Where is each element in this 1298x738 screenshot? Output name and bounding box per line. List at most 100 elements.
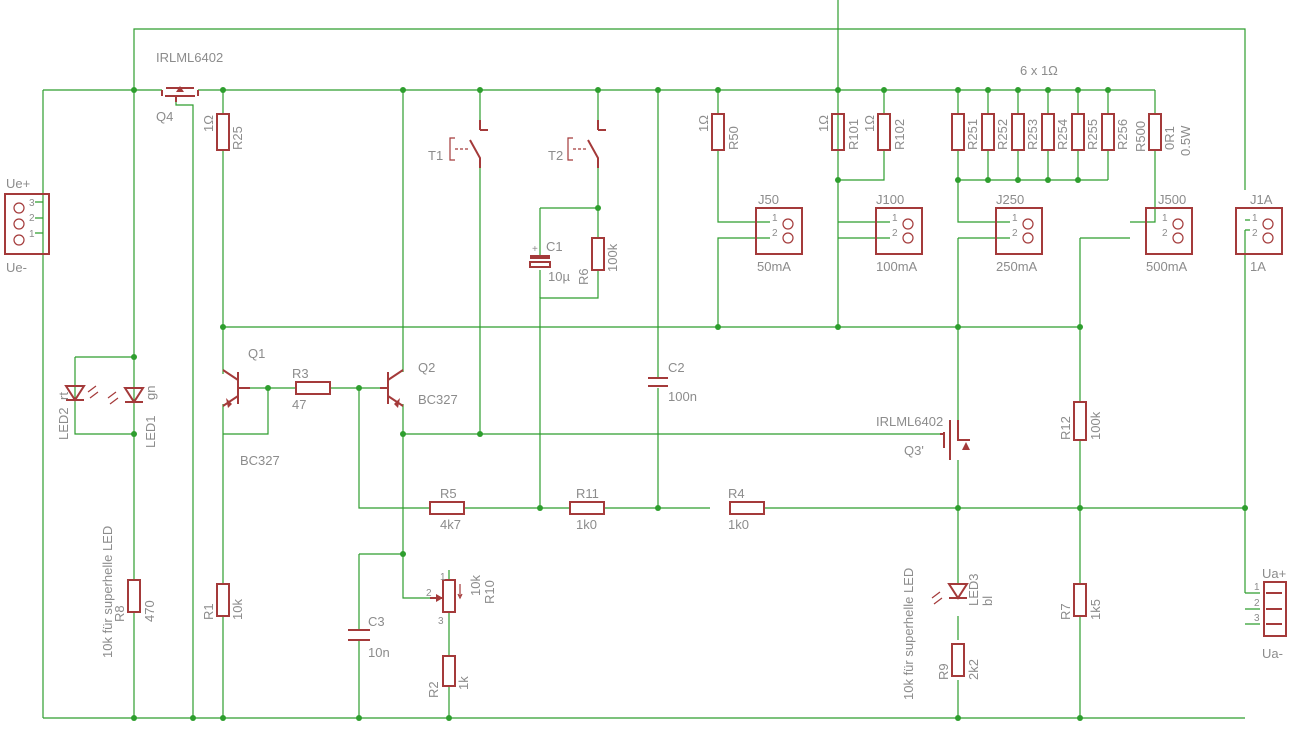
jumper-j250: 1 2 J250 250mA [995, 192, 1043, 274]
resistor-r5: R5 4k7 [429, 486, 465, 532]
resistor-r12: R12 100k [1058, 401, 1103, 441]
r6-label: R6 [576, 268, 591, 285]
svg-text:2: 2 [772, 228, 778, 239]
ue-pin1: 1 [29, 229, 35, 240]
r102-label: R102 [892, 119, 907, 150]
q4-part-label: IRLML6402 [156, 50, 223, 65]
r25-value: 1Ω [201, 115, 216, 132]
led1-label: LED1 [143, 415, 158, 448]
connector-ue: 3 2 1 Ue+ Ue- [4, 176, 50, 275]
r8-value: 470 [142, 600, 157, 622]
q2-label: Q2 [418, 360, 435, 375]
jumper-j100: 1 2 J100 100mA [875, 192, 923, 274]
j100-label: J100 [876, 192, 904, 207]
r11-label: R11 [576, 486, 599, 501]
jumper-j50: 1 2 J50 50mA [755, 192, 803, 274]
c3-label: C3 [368, 614, 385, 629]
r4-value: 1k0 [728, 517, 749, 532]
r50-label: R50 [726, 126, 741, 150]
resistor-bank-6x1: 6 x 1Ω R251 R252 R253 R254 R255 R256 [951, 63, 1130, 151]
jumper-j1a: 1 2 J1A 1A [1235, 192, 1283, 274]
r7-value: 1k5 [1088, 599, 1103, 620]
note-right: 10k für superhelle LED [901, 568, 916, 700]
svg-text:3: 3 [438, 616, 444, 627]
ue-minus-label: Ue- [6, 260, 27, 275]
r3-label: R3 [292, 366, 309, 381]
r2-value: 1k [456, 676, 471, 690]
ua-plus-label: Ua+ [1262, 566, 1286, 581]
svg-text:1: 1 [1254, 582, 1260, 593]
r12-value: 100k [1088, 411, 1103, 440]
wires [35, 0, 1260, 719]
svg-text:2: 2 [892, 228, 898, 239]
r5-value: 4k7 [440, 517, 461, 532]
j1a-label: J1A [1250, 192, 1273, 207]
r256-label: R256 [1115, 119, 1130, 150]
q3-label: Q3' [904, 443, 924, 458]
j1a-value: 1A [1250, 259, 1266, 274]
potentiometer-r10: 1 2 3 10k R10 [426, 572, 497, 627]
j250-value: 250mA [996, 259, 1038, 274]
resistor-r1: R1 10k [201, 583, 245, 620]
note-left: 10k für superhelle LED [100, 526, 115, 658]
svg-text:1: 1 [1012, 213, 1018, 224]
transistor-q1: Q1 BC327 [222, 346, 280, 468]
r6-value: 100k [605, 243, 620, 272]
r9-value: 2k2 [966, 659, 981, 680]
t2-label: T2 [548, 148, 563, 163]
svg-text:3: 3 [1254, 613, 1260, 624]
r10-value: 10k [468, 575, 483, 596]
ue-plus-label: Ue+ [6, 176, 30, 191]
switch-t2: T2 [548, 120, 606, 168]
resistor-r3: R3 47 [292, 366, 331, 412]
j50-label: J50 [758, 192, 779, 207]
six-ohm-label: 6 x 1Ω [1020, 63, 1058, 78]
resistor-r50: 1Ω R50 [696, 113, 741, 151]
r12-label: R12 [1058, 416, 1073, 440]
r1-label: R1 [201, 603, 216, 620]
r252-label: R252 [995, 119, 1010, 150]
transistor-q2: Q2 BC327 [380, 360, 458, 408]
r50-value: 1Ω [696, 115, 711, 132]
ue-pin2: 2 [29, 213, 35, 224]
c2-value: 100n [668, 389, 697, 404]
ue-pin3: 3 [29, 198, 35, 209]
j500-value: 500mA [1146, 259, 1188, 274]
r101-value: 1Ω [816, 115, 831, 132]
mosfet-q4: IRLML6402 Q4 [156, 50, 223, 124]
r3-value: 47 [292, 397, 306, 412]
r251-label: R251 [965, 119, 980, 150]
r500-value: 0R1 [1162, 126, 1177, 150]
resistor-r102: 1Ω R102 [862, 113, 907, 151]
svg-text:1: 1 [892, 213, 898, 224]
r500-label: R500 [1133, 121, 1148, 152]
led-led3: LED3 bl [931, 573, 995, 606]
resistor-r7: R7 1k5 [1058, 583, 1103, 620]
resistor-r11: R11 1k0 [569, 486, 605, 532]
led3-color: bl [980, 596, 995, 606]
r1-value: 10k [230, 599, 245, 620]
r11-value: 1k0 [576, 517, 597, 532]
switch-t1: T1 [428, 120, 488, 168]
c1-label: C1 [546, 239, 563, 254]
r8-label: R8 [112, 605, 127, 622]
q2-part: BC327 [418, 392, 458, 407]
r500-wattage: 0.5W [1178, 125, 1193, 156]
resistor-r8: R8 470 [112, 579, 157, 622]
led-led2: LED2 rt [56, 385, 99, 440]
resistor-r2: R2 1k [426, 655, 471, 698]
r4-label: R4 [728, 486, 745, 501]
resistor-r6: R6 100k [576, 237, 620, 285]
svg-text:1: 1 [1252, 213, 1258, 224]
svg-text:2: 2 [1162, 228, 1168, 239]
led2-color: rt [56, 392, 71, 400]
r7-label: R7 [1058, 603, 1073, 620]
jumper-j500: 1 2 J500 500mA [1145, 192, 1193, 274]
j50-value: 50mA [757, 259, 791, 274]
capacitor-c1: + C1 10µ [529, 239, 570, 284]
led2-label: LED2 [56, 407, 71, 440]
c2-label: C2 [668, 360, 685, 375]
svg-text:2: 2 [1254, 598, 1260, 609]
capacitor-c2: C2 100n [648, 360, 697, 404]
q3-part-label: IRLML6402 [876, 414, 943, 429]
